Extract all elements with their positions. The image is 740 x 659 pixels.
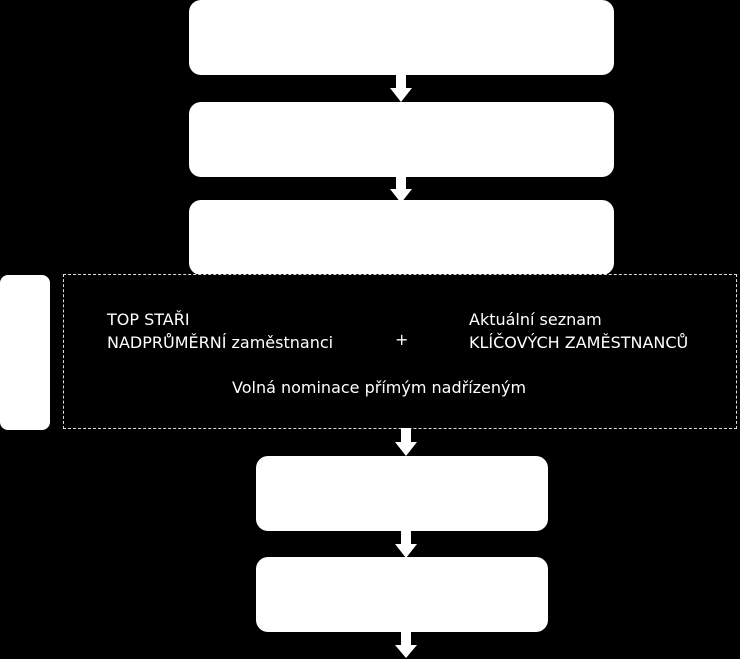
flow-box-5 xyxy=(256,557,548,632)
nomination-frame xyxy=(63,274,737,429)
down-arrow-icon xyxy=(390,74,412,102)
side-box xyxy=(0,275,50,430)
right-line-2: KLÍČOVÝCH ZAMĚSTNANCŮ xyxy=(469,333,689,352)
down-arrow-icon xyxy=(395,631,417,659)
flow-box-3 xyxy=(189,200,614,275)
left-line-1: TOP STAŘI xyxy=(107,310,190,329)
flow-box-1 xyxy=(189,0,614,75)
flow-box-2 xyxy=(189,102,614,177)
down-arrow-icon xyxy=(390,175,412,203)
flow-box-4 xyxy=(256,456,548,531)
right-line-1: Aktuální seznam xyxy=(469,310,602,329)
down-arrow-icon xyxy=(395,530,417,558)
key-employees-list-label: Aktuální seznam KLÍČOVÝCH ZAMĚSTNANCŮ xyxy=(469,308,688,354)
left-line-2: NADPRŮMĚRNÍ zaměstnanci xyxy=(107,333,334,352)
down-arrow-icon xyxy=(395,428,417,456)
top-older-employees-label: TOP STAŘI NADPRŮMĚRNÍ zaměstnanci xyxy=(107,308,333,354)
free-nomination-label: Volná nominace přímým nadřízeným xyxy=(232,378,527,397)
plus-sign: + xyxy=(395,330,409,349)
